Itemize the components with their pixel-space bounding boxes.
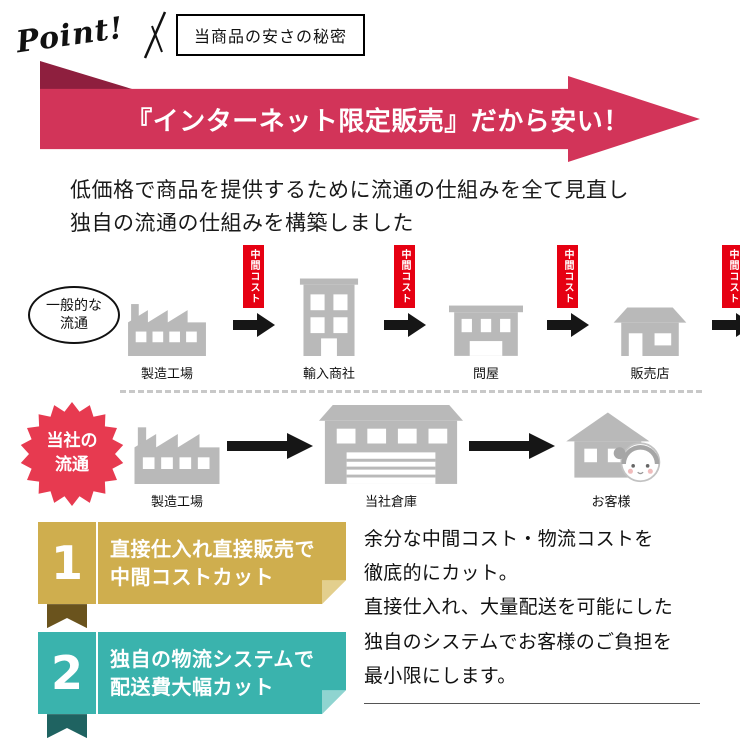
step-label: 製造工場 (150, 495, 203, 511)
point-banner-2-text: 独自の物流システムで 配送費大幅カット (98, 632, 346, 714)
dashed-divider (120, 390, 702, 394)
point-2-line2: 配送費大幅カット (110, 675, 274, 700)
page-title: 当商品の安さの秘密 (176, 14, 366, 56)
banner-divider (96, 632, 98, 715)
general-flow-label-line1: 一般的な (46, 297, 102, 314)
description-line: 徹底的にカット。 (364, 562, 519, 585)
point-banner-1-text: 直接仕入れ直接販売で 中間コストカット (98, 522, 346, 604)
right-arrow-icon (546, 313, 589, 338)
right-arrow-icon (711, 313, 740, 338)
flow-step: 販売店 (612, 303, 688, 383)
banner-arrow-shape (40, 76, 700, 162)
general-flow-label: 一般的な 流通 (28, 286, 120, 345)
wholesaler-building-icon (449, 305, 523, 356)
our-flow-label-line1: 当社の (46, 431, 98, 452)
point-number-2: 2 (50, 646, 83, 701)
cost-tag: 中間コスト (394, 245, 415, 309)
factory-icon (134, 427, 220, 485)
intro-line-2: 独自の流通の仕組みを構築しました (70, 210, 414, 235)
our-flow: 当社の 流通 製造工場 (0, 401, 740, 511)
flow-step: 製造工場 (131, 424, 223, 511)
step-label: 販売店 (630, 367, 670, 383)
flow-arrow-group: 中間コスト (527, 245, 608, 378)
flow-step: お客様 (559, 407, 663, 511)
flow-arrow-group: 中間コスト (213, 245, 294, 378)
description-line: 直接仕入れ、大量配送を可能にした (364, 596, 673, 619)
ribbon-tail-icon (47, 604, 87, 629)
starburst-icon (20, 402, 124, 507)
intro-text: 低価格で商品を提供するために流通の仕組みを全て見直し 独自の流通の仕組みを構築し… (70, 174, 740, 239)
step-label: 問屋 (472, 367, 499, 383)
description-line: 独自のシステムでお客様のご負担を (364, 630, 673, 653)
right-arrow-icon (227, 433, 313, 460)
cost-tag: 中間コスト (557, 245, 578, 309)
general-flow-label-line2: 流通 (60, 316, 88, 333)
point-label: Point! (14, 10, 126, 60)
point-1-line1: 直接仕入れ直接販売で (110, 537, 315, 562)
right-arrow-icon (232, 313, 275, 338)
description-line: 余分な中間コスト・物流コストを (364, 528, 654, 551)
header: Point! 当商品の安さの秘密 (0, 0, 740, 60)
cost-tag: 中間コスト (722, 245, 740, 309)
slash-mark-icon (143, 11, 167, 59)
shop-icon (613, 307, 687, 357)
step-label: お客様 (591, 495, 631, 511)
point-banner-2: 2 独自の物流システムで 配送費大幅カット (38, 632, 346, 739)
point-1-line2: 中間コストカット (110, 565, 274, 590)
general-flow: 一般的な 流通 製造工場 中間コスト (0, 245, 740, 383)
customer-house-icon (566, 412, 661, 483)
step-label: 製造工場 (140, 367, 193, 383)
banner-text: 『インターネット限定販売』だから安い！ (126, 106, 630, 137)
main-banner: 『インターネット限定販売』だから安い！ (40, 61, 700, 162)
divider-line (364, 703, 700, 705)
flow-step: 当社倉庫 (317, 401, 465, 511)
factory-icon (128, 304, 206, 357)
description: 余分な中間コスト・物流コストを 徹底的にカット。 直接仕入れ、大量配送を可能にし… (364, 522, 740, 740)
flow-arrow-group: 中間コスト (364, 245, 445, 378)
banner-fold (40, 61, 132, 89)
point-2-line1: 独自の物流システムで (110, 647, 315, 672)
intro-line-1: 低価格で商品を提供するために流通の仕組みを全て見直し (70, 178, 629, 202)
our-flow-badge: 当社の 流通 (20, 402, 124, 507)
banner-divider (96, 522, 98, 605)
our-flow-label: 当社の 流通 (20, 402, 124, 506)
ribbon-tail-icon (47, 714, 87, 739)
description-line: 最小限にします。 (364, 664, 517, 687)
point-banner-1: 1 直接仕入れ直接販売で 中間コストカット (38, 522, 346, 629)
flow-arrow-group (227, 428, 313, 506)
right-arrow-icon (383, 313, 426, 338)
step-label: 輸入商社 (302, 367, 355, 383)
point-banners: 1 直接仕入れ直接販売で 中間コストカット 2 独自の物流システムで 配送費大幅… (38, 522, 346, 740)
flow-step: 問屋 (449, 301, 523, 383)
warehouse-icon (318, 405, 464, 485)
office-building-icon (299, 278, 359, 357)
cost-tag: 中間コスト (243, 245, 264, 309)
our-flow-label-line2: 流通 (55, 455, 89, 476)
flow-arrow-group (469, 428, 555, 506)
flow-step: 製造工場 (125, 301, 209, 383)
step-label: 当社倉庫 (364, 495, 417, 511)
point-number-1: 1 (50, 536, 83, 591)
flow-arrow-group: 中間コスト (692, 245, 740, 378)
points-section: 1 直接仕入れ直接販売で 中間コストカット 2 独自の物流システムで 配送費大幅… (38, 522, 740, 740)
flow-step: 輸入商社 (298, 275, 360, 383)
right-arrow-icon (469, 433, 555, 460)
